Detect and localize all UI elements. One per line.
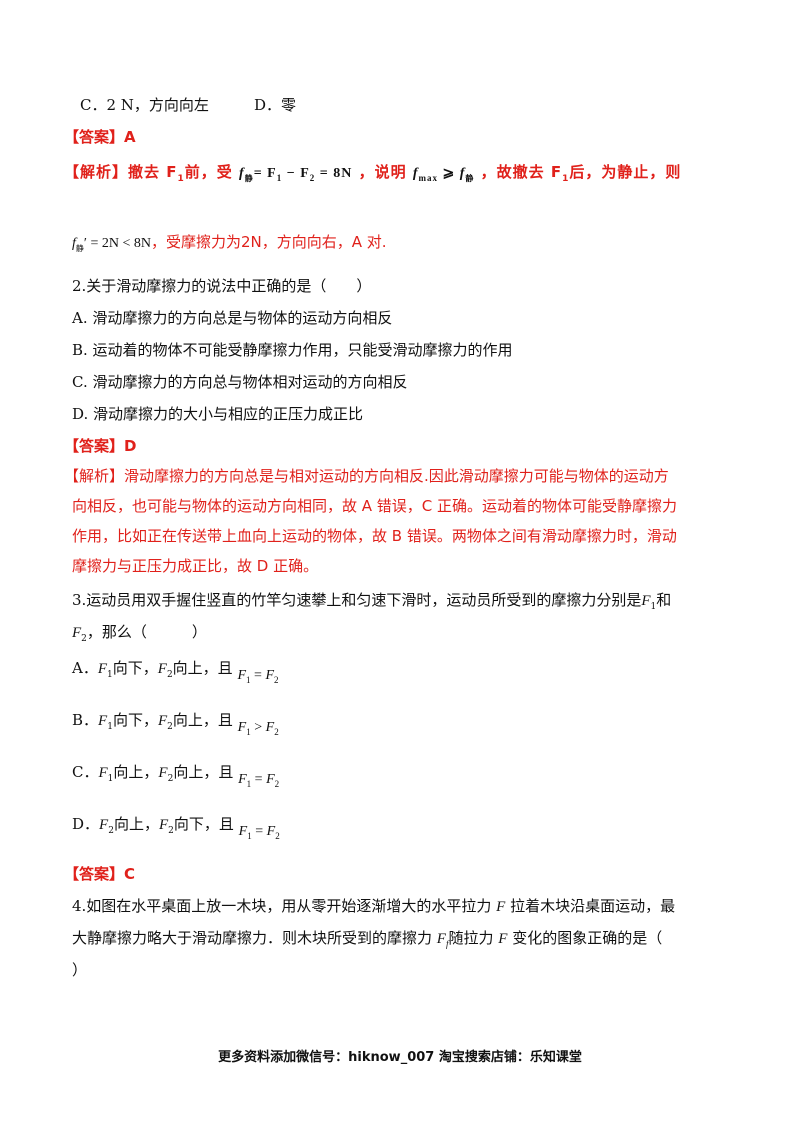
formula-d: F1 = F2 — [238, 824, 280, 841]
formula-static-friction: f静= F1 − F2 = 8N — [239, 166, 353, 183]
question-2-option-a: A. 滑动摩擦力的方向总是与物体的运动方向相反 — [72, 309, 393, 327]
question-4-line-1: 4.如图在水平桌面上放一木块，用从零开始逐渐增大的水平拉力 F 拉着木块沿桌面运… — [72, 897, 676, 915]
question-4-line-2: 大静摩擦力略大于滑动摩擦力．则木块所受到的摩擦力 Ff随拉力 F 变化的图象正确… — [72, 929, 663, 949]
answer-1: 【答案】A — [64, 128, 136, 146]
explanation-2-line-1: 【解析】滑动摩擦力的方向总是与相对运动的方向相反.因此滑动摩擦力可能与物体的运动… — [64, 467, 669, 485]
question-3-line-1: 3.运动员用双手握住竖直的竹竿匀速攀上和匀速下滑时，运动员所受到的摩擦力分别是F… — [72, 591, 672, 612]
question-3-option-b: B．F1向下，F2向上，且 F1 > F2 — [72, 711, 279, 737]
question-4-line-3: ） — [72, 961, 88, 979]
formula-b: F1 > F2 — [237, 720, 279, 737]
question-3-option-d: D．F2向上，F2向下，且 F1 = F2 — [72, 815, 280, 841]
question-3-line-2: F2，那么（ ） — [72, 623, 207, 644]
question-2-option-c: C. 滑动摩擦力的方向总与物体相对运动的方向相反 — [72, 373, 408, 391]
footer-watermark: 更多资料添加微信号：hiknow_007 淘宝搜索店铺：乐知课堂 — [218, 1050, 582, 1065]
option-c-previous: C．2 N，方向向左 — [80, 96, 209, 114]
answer-3: 【答案】C — [64, 865, 136, 883]
formula-a: F1 = F2 — [237, 668, 279, 685]
option-d-previous: D．零 — [254, 96, 297, 114]
explanation-1-line-1: 【解析】撤去 F1前，受 f静= F1 − F2 = 8N ，说明 fmax ⩾… — [64, 163, 682, 184]
explanation-2-line-2: 向相反，也可能与物体的运动方向相同，故 A 错误，C 正确。运动着的物体可能受静… — [72, 497, 678, 515]
explanation-2-line-4: 摩擦力与正压力成正比，故 D 正确。 — [72, 557, 319, 575]
formula-static-friction-after: f静′ = 2N < 8N — [72, 236, 151, 253]
formula-c: F1 = F2 — [238, 772, 280, 789]
explanation-1-line-2: f静′ = 2N < 8N，受摩擦力为2N，方向向右，A 对. — [72, 233, 387, 253]
question-3-option-c: C．F1向上，F2向上，且 F1 = F2 — [72, 763, 280, 789]
question-2-option-b: B. 运动着的物体不可能受静摩擦力作用，只能受滑动摩擦力的作用 — [72, 341, 513, 359]
question-2-option-d: D. 滑动摩擦力的大小与相应的正压力成正比 — [72, 405, 364, 423]
answer-2: 【答案】D — [64, 437, 137, 455]
question-3-option-a: A．F1向下，F2向上，且 F1 = F2 — [72, 659, 279, 685]
formula-max-friction: fmax ⩾ f静 — [412, 166, 475, 183]
explanation-2-line-3: 作用，比如正在传送带上血向上运动的物体，故 B 错误。两物体之间有滑动摩擦力时，… — [72, 527, 677, 545]
question-2: 2.关于滑动摩擦力的说法中正确的是（ ） — [72, 277, 372, 295]
